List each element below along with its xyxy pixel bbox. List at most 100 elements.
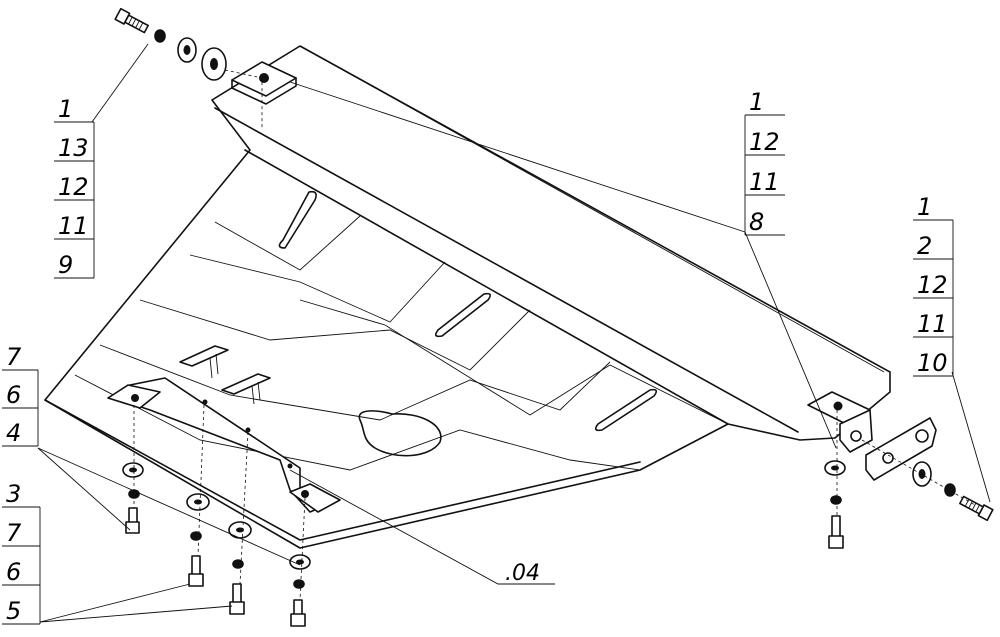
axis-top-left bbox=[224, 69, 263, 128]
right-mount-ear-hole bbox=[850, 430, 862, 442]
nut-icon bbox=[190, 531, 202, 541]
callout-number: 7 bbox=[6, 343, 22, 371]
hex-bolt-icon bbox=[125, 507, 140, 534]
washer-icon bbox=[824, 460, 846, 476]
callout-number: 7 bbox=[6, 519, 22, 547]
callout-number: 6 bbox=[6, 558, 21, 586]
rib-4 bbox=[99, 344, 611, 421]
callout-stack-left-upper: 7 6 4 bbox=[2, 343, 39, 447]
callout-number: 12 bbox=[749, 128, 780, 156]
front-lip bbox=[44, 399, 641, 541]
slot-2 bbox=[434, 292, 492, 338]
leader-top-middle-b bbox=[744, 231, 837, 449]
callout-number: 2 bbox=[917, 232, 932, 260]
callout-stack-top-middle: 1 12 11 8 bbox=[744, 88, 785, 236]
washer-icon bbox=[177, 37, 197, 63]
bracket-hole-mid-3 bbox=[287, 463, 293, 469]
leader-lines bbox=[37, 43, 991, 623]
bracket-hole-mid-2 bbox=[245, 427, 251, 433]
washer-icon bbox=[912, 461, 932, 487]
fastener-left-3 bbox=[228, 431, 252, 615]
hex-bolt-icon bbox=[188, 555, 204, 587]
skid-plate bbox=[44, 45, 891, 549]
fastener-left-2 bbox=[186, 404, 210, 587]
rib-5 bbox=[74, 374, 641, 471]
callout-number: 1 bbox=[917, 193, 932, 221]
callout-number: 6 bbox=[6, 381, 21, 409]
leader-left-lower-b bbox=[39, 605, 233, 623]
clip-2-pin bbox=[251, 381, 261, 405]
fastener-left-1 bbox=[122, 405, 144, 534]
washer-icon bbox=[186, 493, 210, 511]
callout-number: 11 bbox=[917, 310, 948, 338]
top-flange-inner bbox=[299, 45, 885, 373]
top-mount-hole bbox=[259, 73, 269, 83]
nut-icon bbox=[232, 559, 244, 569]
leader-left-lower-a bbox=[39, 583, 191, 623]
washer-icon bbox=[228, 521, 252, 539]
drain-opening bbox=[358, 410, 442, 457]
callout-number: 8 bbox=[749, 208, 764, 236]
slot-1 bbox=[278, 190, 317, 249]
nut-icon bbox=[830, 495, 842, 505]
clip-1 bbox=[179, 345, 229, 367]
top-mount-tab bbox=[231, 61, 297, 105]
hex-bolt-icon bbox=[114, 7, 149, 34]
leader-top-left bbox=[91, 43, 149, 123]
cross-bracket bbox=[107, 345, 341, 513]
washer-icon bbox=[122, 462, 144, 478]
callout-number: 13 bbox=[58, 134, 89, 162]
top-flange bbox=[214, 107, 799, 433]
washer-icon bbox=[289, 554, 311, 570]
right-bracket-plate bbox=[865, 417, 937, 481]
rib-6 bbox=[299, 299, 729, 425]
flange-bend bbox=[244, 149, 729, 425]
callout-number: 12 bbox=[917, 271, 948, 299]
skid-plate-outline bbox=[44, 45, 891, 549]
leader-assembly bbox=[289, 469, 555, 585]
rib-2 bbox=[189, 254, 446, 323]
hex-bolt-icon bbox=[959, 495, 994, 522]
fastener-left-4 bbox=[289, 497, 311, 627]
callout-number: 4 bbox=[6, 419, 21, 447]
clip-2 bbox=[221, 373, 271, 395]
callout-number: 3 bbox=[6, 480, 21, 508]
fastener-top-left bbox=[114, 7, 263, 128]
rib-1 bbox=[214, 215, 361, 271]
assembly-label: .04 bbox=[505, 561, 540, 586]
callout-number: 1 bbox=[749, 88, 764, 116]
callout-stack-left-lower: 3 7 6 5 bbox=[2, 480, 41, 625]
right-mount-hole bbox=[833, 401, 843, 411]
bracket-hole-left bbox=[131, 394, 139, 402]
nut-icon bbox=[944, 483, 956, 497]
leader-right bbox=[951, 371, 991, 503]
nut-icon bbox=[154, 29, 166, 43]
washer-icon bbox=[201, 47, 227, 81]
hex-bolt-icon bbox=[290, 599, 306, 627]
callout-number: 11 bbox=[749, 168, 780, 196]
slot-3 bbox=[594, 388, 658, 432]
hex-bolt-icon bbox=[828, 515, 844, 549]
right-bracket-hole-1 bbox=[882, 452, 894, 464]
bracket-hole-mid-1 bbox=[202, 399, 208, 405]
clip-1-pin bbox=[209, 353, 219, 379]
fastener-right bbox=[861, 439, 994, 522]
bracket-hole-right bbox=[301, 490, 309, 498]
leader-left-upper-b bbox=[37, 447, 301, 566]
callout-number: 1 bbox=[58, 95, 73, 123]
axis-right bbox=[861, 439, 976, 506]
rib-3 bbox=[139, 299, 531, 371]
callout-number: 12 bbox=[58, 173, 89, 201]
callout-number: 5 bbox=[6, 597, 21, 625]
hex-bolt-icon bbox=[229, 583, 245, 615]
leader-top-middle-a bbox=[289, 81, 746, 233]
callout-number: 9 bbox=[58, 251, 73, 279]
right-bracket-hole-2 bbox=[915, 429, 929, 443]
fastener-right-lower bbox=[824, 410, 846, 549]
callout-number: 10 bbox=[917, 349, 948, 377]
nut-icon bbox=[293, 579, 305, 589]
